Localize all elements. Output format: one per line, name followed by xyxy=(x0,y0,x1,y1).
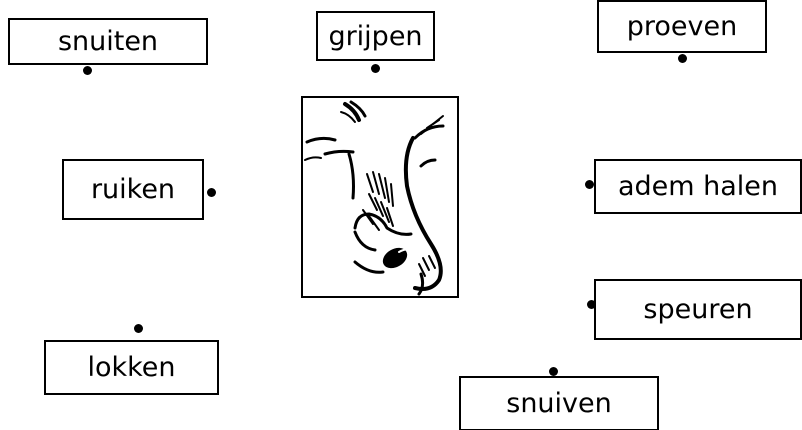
word-label-speuren: speuren xyxy=(643,294,753,325)
dot-grijpen[interactable] xyxy=(371,64,380,73)
nose-picture xyxy=(301,96,459,298)
word-label-adem-halen: adem halen xyxy=(617,171,779,202)
word-box-ruiken[interactable]: ruiken xyxy=(62,159,204,220)
word-box-grijpen[interactable]: grijpen xyxy=(316,11,435,61)
word-label-snuiven: snuiven xyxy=(506,388,612,419)
word-box-adem-halen[interactable]: adem halen xyxy=(594,159,802,214)
word-label-snuiten: snuiten xyxy=(57,26,159,57)
word-box-proeven[interactable]: proeven xyxy=(597,0,767,53)
dot-adem-halen[interactable] xyxy=(585,180,594,189)
word-box-speuren[interactable]: speuren xyxy=(594,279,802,340)
word-box-snuiten[interactable]: snuiten xyxy=(8,18,208,65)
dot-speuren[interactable] xyxy=(587,300,596,309)
word-box-lokken[interactable]: lokken xyxy=(44,340,219,395)
dot-proeven[interactable] xyxy=(678,54,687,63)
word-label-grijpen: grijpen xyxy=(328,20,423,52)
word-box-snuiven[interactable]: snuiven xyxy=(459,376,659,430)
word-label-proeven: proeven xyxy=(626,11,738,42)
dot-ruiken[interactable] xyxy=(207,188,216,197)
nose-icon xyxy=(304,100,445,296)
dot-snuiten[interactable] xyxy=(83,66,92,75)
dot-lokken[interactable] xyxy=(134,324,143,333)
dot-snuiven[interactable] xyxy=(549,367,558,376)
word-label-ruiken: ruiken xyxy=(90,174,176,205)
word-label-lokken: lokken xyxy=(87,352,176,383)
